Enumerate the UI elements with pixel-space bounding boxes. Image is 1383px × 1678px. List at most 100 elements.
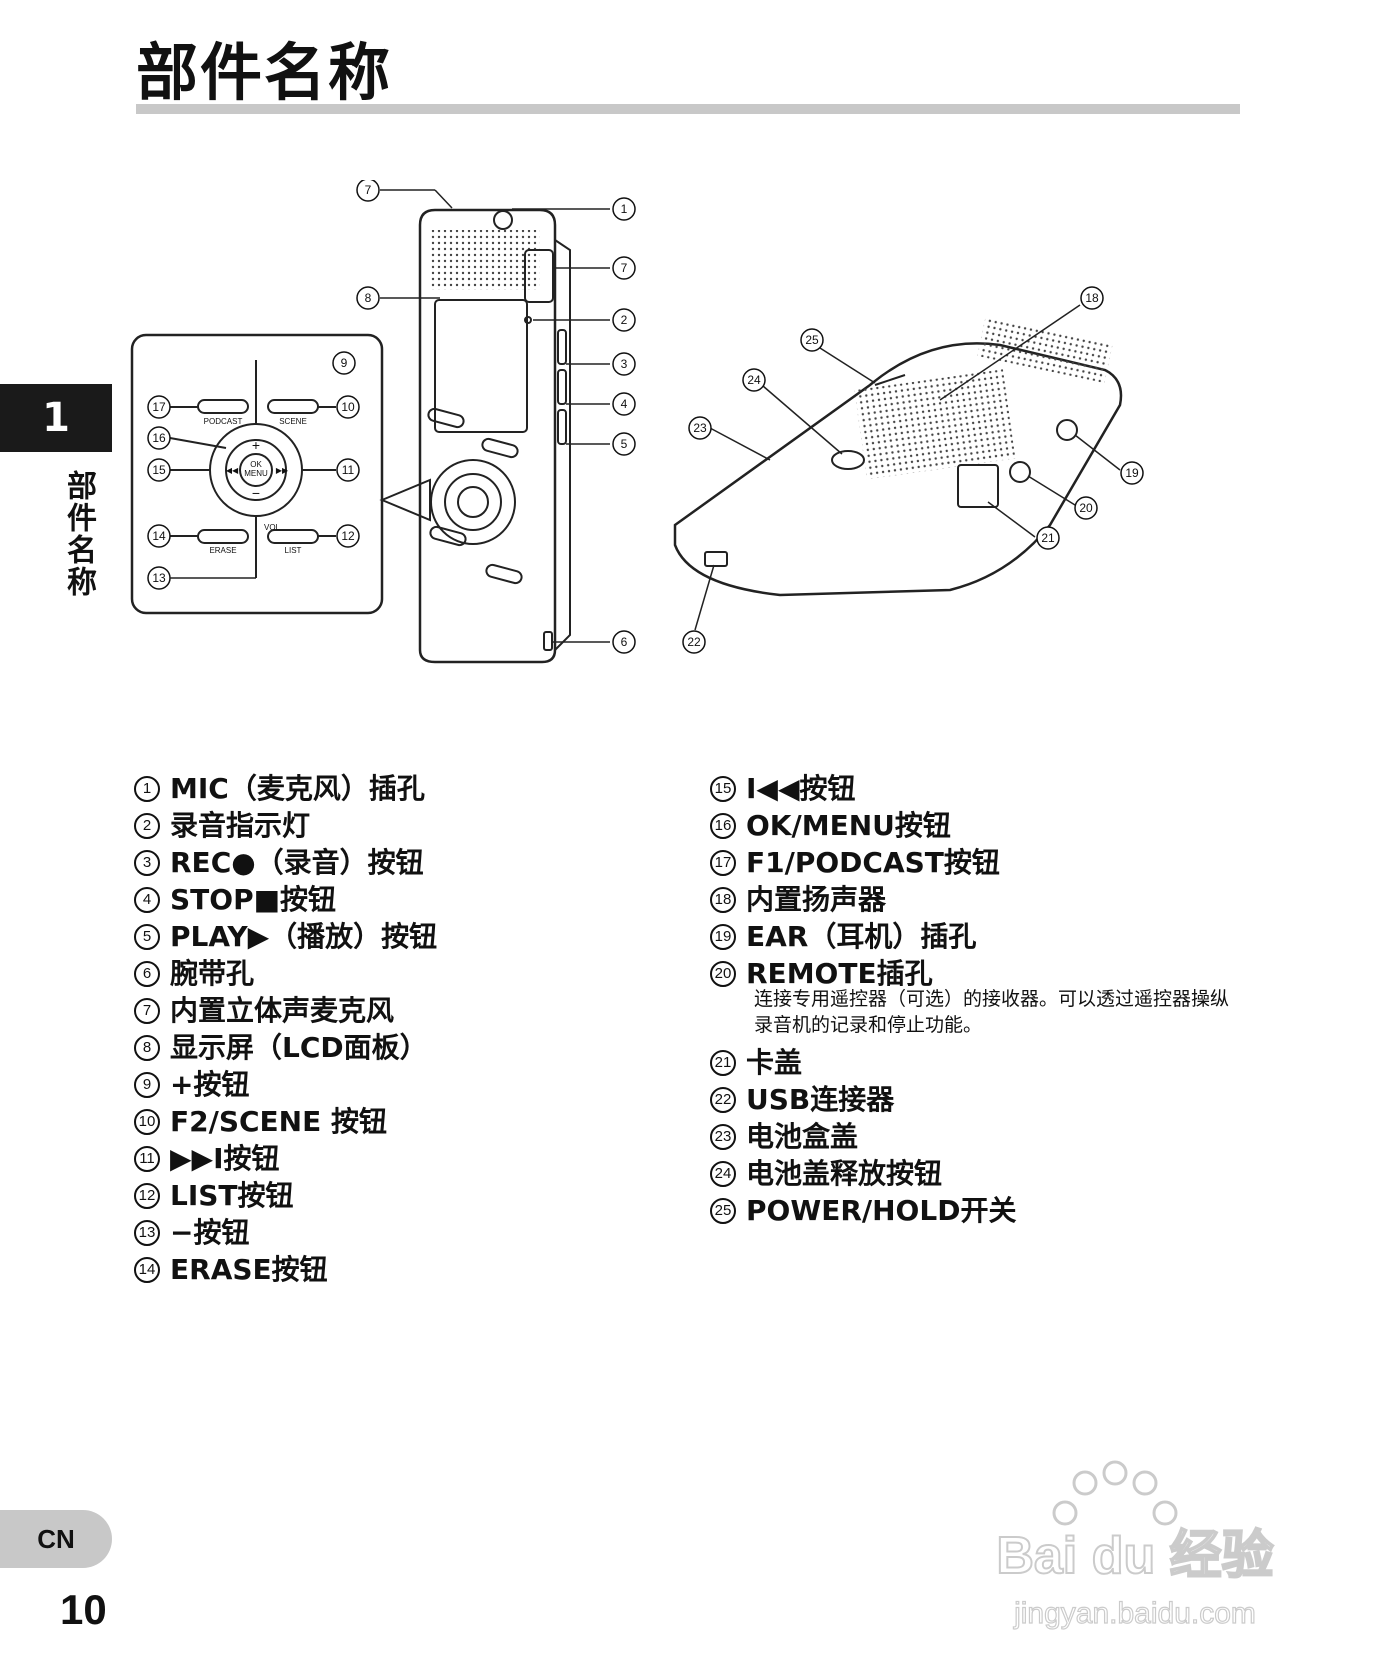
part-item: 19 EAR（耳机）插孔 xyxy=(710,918,1016,955)
part-number: 10 xyxy=(134,1108,160,1135)
usb-connector xyxy=(704,551,728,567)
svg-text:7: 7 xyxy=(365,183,372,197)
lcd-screen xyxy=(434,299,528,433)
svg-text:15: 15 xyxy=(152,463,166,477)
scene-key-label: SCENE xyxy=(279,417,307,426)
callout-16: 16 xyxy=(147,426,171,450)
part-label: F1/PODCAST按钮 xyxy=(746,846,1000,879)
page-title: 部件名称 xyxy=(136,36,393,109)
part-number: 24 xyxy=(710,1160,736,1187)
title-rule xyxy=(136,104,1240,114)
erase-key-label: ERASE xyxy=(209,546,236,555)
parts-diagram: PODCAST SCENE ERASE LIST OK MENU VOL ◀◀ … xyxy=(130,180,1144,664)
callout-6: 6 xyxy=(612,630,636,654)
ear-jack xyxy=(1056,419,1078,441)
svg-text:10: 10 xyxy=(341,400,355,414)
svg-text:17: 17 xyxy=(152,400,166,414)
rec-led xyxy=(524,316,532,324)
part-number: 5 xyxy=(134,923,160,950)
part-number: 25 xyxy=(710,1197,736,1224)
callout-3: 3 xyxy=(612,352,636,376)
watermark-url: jingyan.baidu.com xyxy=(1013,1597,1256,1630)
part-label: EAR（耳机）插孔 xyxy=(746,920,977,953)
part-label: POWER/HOLD开关 xyxy=(746,1194,1017,1227)
part-number: 19 xyxy=(710,923,736,950)
dpad-center xyxy=(239,453,273,487)
part-number: 11 xyxy=(134,1145,160,1172)
callout-2: 2 xyxy=(612,308,636,332)
callout-19: 19 xyxy=(1120,461,1144,485)
page-number: 10 xyxy=(60,1586,107,1633)
baidu-watermark: Bai du 经验 jingyan.baidu.com xyxy=(995,1460,1275,1631)
podcast-key xyxy=(197,399,249,414)
dpad-inner xyxy=(225,439,287,501)
part-number: 13 xyxy=(134,1219,160,1246)
part-number: 2 xyxy=(134,812,160,839)
callout-24: 24 xyxy=(742,368,766,392)
svg-text:23: 23 xyxy=(693,421,707,435)
part-item: 10 F2/SCENE 按钮 xyxy=(134,1103,437,1140)
erase-key xyxy=(197,529,249,544)
part-number: 3 xyxy=(134,849,160,876)
callout-23: 23 xyxy=(688,416,712,440)
part-number: 17 xyxy=(710,849,736,876)
part-label: 电池盒盖 xyxy=(746,1120,859,1153)
svg-text:9: 9 xyxy=(341,356,348,370)
keypad-inset xyxy=(130,333,384,615)
callout-18: 18 xyxy=(1080,286,1104,310)
callout-11: 11 xyxy=(336,458,360,482)
callout-4: 4 xyxy=(612,392,636,416)
svg-text:12: 12 xyxy=(341,529,355,543)
callout-22: 22 xyxy=(682,630,706,654)
minus-label: − xyxy=(252,485,260,501)
part-label: F2/SCENE 按钮 xyxy=(170,1105,387,1138)
svg-text:7: 7 xyxy=(621,261,628,275)
rew-label: ◀◀ xyxy=(226,466,239,475)
part-label: REC●（录音）按钮 xyxy=(170,846,424,879)
part-item: 18 内置扬声器 xyxy=(710,881,1016,918)
mic-jack xyxy=(493,210,513,230)
part-label: I◀◀按钮 xyxy=(746,772,856,805)
callout-14: 14 xyxy=(147,524,171,548)
part-number: 8 xyxy=(134,1034,160,1061)
svg-text:25: 25 xyxy=(805,333,819,347)
callout-13: 13 xyxy=(147,566,171,590)
svg-text:22: 22 xyxy=(687,635,701,649)
menu-label: MENU xyxy=(244,469,268,478)
callout-21: 21 xyxy=(1036,526,1060,550)
part-number: 20 xyxy=(710,960,736,987)
callout-1: 1 xyxy=(612,197,636,221)
svg-text:2: 2 xyxy=(621,313,628,327)
part-label: ERASE按钮 xyxy=(170,1253,328,1286)
part-number: 18 xyxy=(710,886,736,913)
svg-text:18: 18 xyxy=(1085,291,1099,305)
callout-10: 10 xyxy=(336,395,360,419)
svg-text:13: 13 xyxy=(152,571,166,585)
part-label: 电池盖释放按钮 xyxy=(746,1157,943,1190)
svg-text:3: 3 xyxy=(621,357,628,371)
part-label: 卡盖 xyxy=(746,1046,803,1079)
svg-text:11: 11 xyxy=(342,463,355,477)
part-item: 13−按钮 xyxy=(134,1214,437,1251)
remote-note: 连接专用遥控器（可选）的接收器。可以透过遥控器操纵录音机的记录和停止功能。 xyxy=(754,988,1230,1036)
chapter-tab: 1 xyxy=(0,384,112,452)
part-number: 16 xyxy=(710,812,736,839)
plus-label: + xyxy=(252,437,260,453)
svg-text:8: 8 xyxy=(365,291,372,305)
podcast-key-label: PODCAST xyxy=(204,417,243,426)
part-number: 22 xyxy=(710,1086,736,1113)
part-label: 内置扬声器 xyxy=(746,883,887,916)
ff-label: ▶▶ xyxy=(276,466,289,475)
list-key-label: LIST xyxy=(285,546,302,555)
strap-hole xyxy=(543,631,553,651)
part-item: 11▶▶I按钮 xyxy=(134,1140,437,1177)
callout-9: 9 xyxy=(332,351,356,375)
